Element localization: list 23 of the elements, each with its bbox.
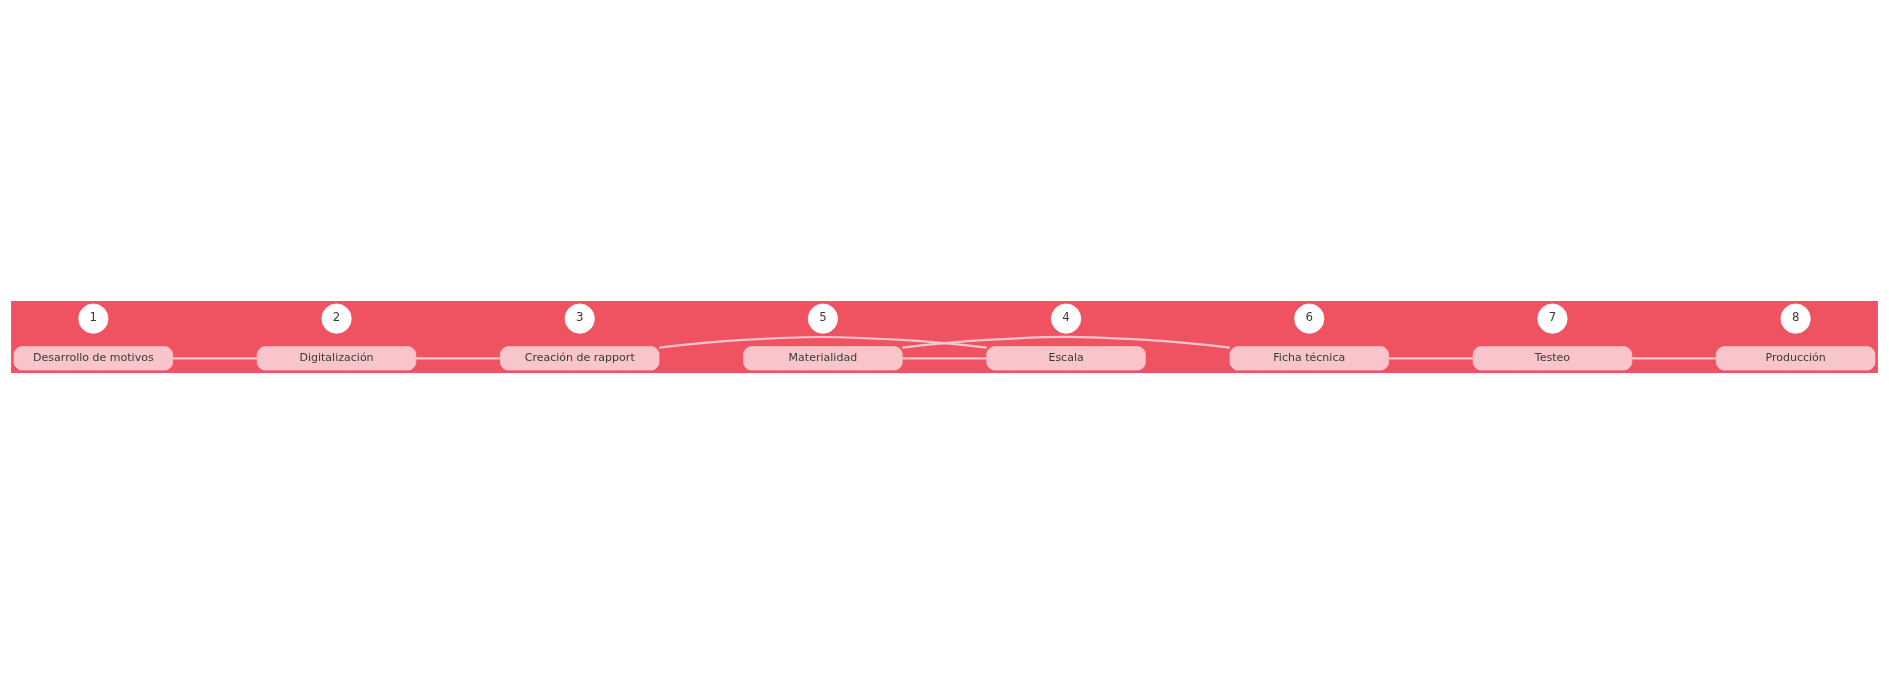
node-circle: 8 — [1780, 303, 1811, 334]
connector — [659, 335, 987, 349]
node-circle: 3 — [564, 303, 595, 334]
node-circle: 7 — [1537, 303, 1568, 334]
connector — [416, 357, 501, 360]
node-circle: 6 — [1294, 303, 1325, 334]
connector — [902, 357, 987, 360]
connector — [172, 357, 257, 360]
connector — [1632, 357, 1717, 360]
node-box: Producción — [1715, 346, 1876, 371]
node-circle: 1 — [78, 303, 109, 334]
connector — [1388, 357, 1473, 360]
node-box: Materialidad — [743, 346, 903, 371]
connector — [902, 335, 1230, 349]
node-box: Ficha técnica — [1229, 346, 1389, 371]
node-circle: 5 — [807, 303, 838, 334]
node-box: Escala — [986, 346, 1146, 371]
node-circle: 4 — [1051, 303, 1082, 334]
node-box: Desarrollo de motivos — [13, 346, 174, 371]
node-box: Creación de rapport — [500, 346, 660, 371]
node-box: Digitalización — [256, 346, 417, 371]
node-box: Testeo — [1472, 346, 1633, 371]
node-circle: 2 — [321, 303, 352, 334]
